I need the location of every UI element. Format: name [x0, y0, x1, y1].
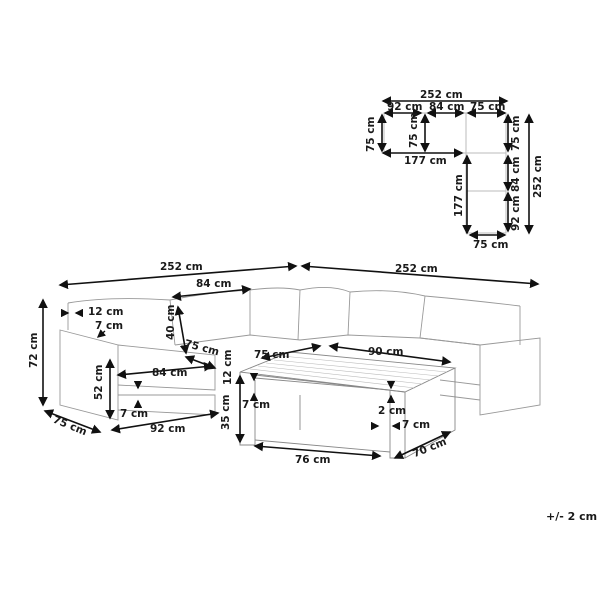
tolerance-note: +/- 2 cm [546, 510, 598, 523]
armrest-height-label: 52 cm [93, 364, 105, 400]
plan-inner-height-label: 75 cm [408, 112, 420, 148]
plan-left-height-label: 75 cm [365, 116, 377, 152]
plan-bottom-width-label: 75 cm [473, 239, 509, 251]
back-cushion-width-label: 84 cm [196, 278, 232, 290]
back-height-label: 40 cm [165, 304, 177, 340]
table-leg-width-label: 7 cm [402, 419, 431, 431]
plan-right-seg-1-label: 75 cm [510, 115, 522, 151]
floor-plan [383, 112, 507, 234]
plan-inner-depth-label: 177 cm [453, 174, 465, 217]
total-height-label: 72 cm [28, 332, 40, 368]
plan-segment-2-label: 84 cm [429, 101, 465, 113]
coffee-table [239, 351, 457, 459]
small-arrows [61, 308, 400, 431]
plan-overall-width-label: 252 cm [420, 89, 463, 101]
table-width-label: 90 cm [368, 346, 404, 358]
table-slat-gap-label: 2 cm [378, 405, 407, 417]
plan-right-seg-2-label: 84 cm [510, 156, 522, 192]
sofa-dims [38, 261, 540, 461]
plan-segment-1-label: 92 cm [387, 101, 423, 113]
table-inner-length-label: 76 cm [295, 454, 331, 466]
sofa-left-length-label: 252 cm [160, 261, 203, 273]
plan-right-seg-3-label: 92 cm [510, 195, 522, 231]
armrest-width-label: 7 cm [95, 320, 124, 332]
module-width-label: 92 cm [150, 423, 186, 435]
table-leg-gap-label: 7 cm [242, 399, 271, 411]
plan-overall-depth-label: 252 cm [532, 155, 544, 198]
plan-segment-3-label: 75 cm [470, 101, 506, 113]
floor-plan-dims [377, 96, 534, 240]
table-height-label: 35 cm [220, 394, 232, 430]
frame-leg-label: 7 cm [120, 408, 149, 420]
sofa-right-length-label: 252 cm [395, 263, 438, 275]
plan-inner-width-label: 177 cm [404, 155, 447, 167]
table-top-thickness-label: 12 cm [222, 349, 234, 385]
backrest-thickness-label: 12 cm [88, 306, 124, 318]
seat-width-label: 84 cm [152, 367, 188, 379]
table-depth-label: 75 cm [254, 349, 290, 361]
